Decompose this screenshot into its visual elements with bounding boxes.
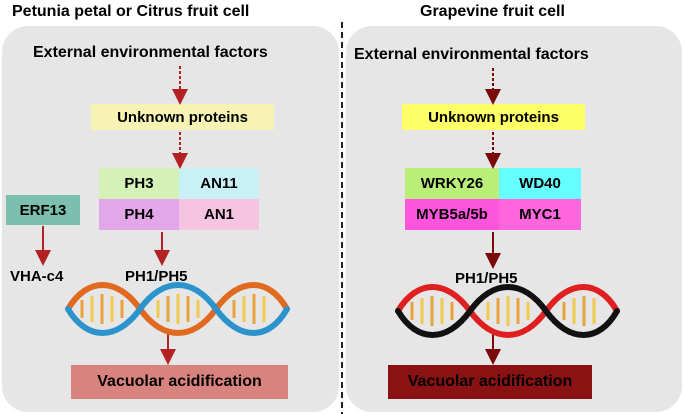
ph3-box: PH3: [99, 168, 179, 199]
left-panel-title: Petunia petal or Citrus fruit cell: [12, 3, 250, 20]
myb5-box: MYB5a/5b: [405, 199, 499, 230]
right-environmental-factors: External environmental factors: [354, 46, 589, 63]
right-unknown-proteins-box: Unknown proteins: [402, 104, 585, 130]
erf13-box: ERF13: [6, 195, 80, 225]
left-unknown-proteins-box: Unknown proteins: [91, 104, 274, 130]
wrky26-box: WRKY26: [405, 168, 499, 199]
right-vacuolar-acidification-box: Vacuolar acidification: [388, 365, 592, 399]
right-ph1-ph5-label: PH1/PH5: [455, 270, 518, 287]
right-dna-helix: [395, 284, 620, 338]
left-ph1-ph5-label: PH1/PH5: [125, 268, 188, 285]
right-panel-title: Grapevine fruit cell: [420, 3, 565, 20]
ph4-box: PH4: [99, 199, 179, 230]
an1-box: AN1: [179, 199, 259, 230]
left-dna-helix: [65, 282, 290, 336]
vha-c4-label: VHA-c4: [10, 268, 64, 285]
left-vacuolar-acidification-box: Vacuolar acidification: [71, 365, 288, 399]
myc1-box: MYC1: [499, 199, 581, 230]
left-environmental-factors: External environmental factors: [33, 44, 268, 61]
wd40-box: WD40: [499, 168, 581, 199]
an11-box: AN11: [179, 168, 259, 199]
